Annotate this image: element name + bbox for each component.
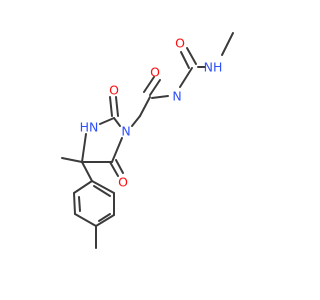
bond-aryl-4 <box>95 214 115 227</box>
bond-c2-o-2 <box>115 96 119 117</box>
atom-n-imide: N <box>172 89 181 104</box>
bond-layer <box>61 32 234 249</box>
bond-aryl-inner-3 <box>93 185 111 197</box>
bond-amide-c-o-1 <box>149 79 161 96</box>
atom-nh-ring: HN <box>80 120 99 135</box>
bond-methyl-nh <box>221 32 234 56</box>
bond-amide-c-ch2 <box>139 96 151 117</box>
bond-c5-o-2 <box>115 159 124 174</box>
bond-amide-c-o-2 <box>143 76 155 93</box>
bond-urea-c-imide-n <box>179 67 193 88</box>
bond-aryl-inner-1 <box>78 196 81 212</box>
bond-c5-o-1 <box>109 161 119 177</box>
bond-ch2-ring-n <box>131 115 141 127</box>
bond-imide-n-amide-c <box>151 95 169 99</box>
bond-c4-aryl <box>81 161 93 182</box>
bond-ring-n-c2 <box>113 117 121 127</box>
atom-o-c2: O <box>109 83 119 98</box>
bond-c2-nh <box>99 117 115 125</box>
atom-label-layer: O NH O N O HN N O <box>80 36 223 190</box>
bond-aryl-6 <box>91 180 115 194</box>
atom-n-ring: N <box>121 124 130 139</box>
bond-aryl-2 <box>73 192 76 215</box>
atom-nh-urea-methyl: NH <box>204 60 223 75</box>
bond-aryl-inner-2 <box>98 213 111 222</box>
bond-nh-c4 <box>81 133 87 163</box>
atom-o-amide: O <box>150 65 160 80</box>
bond-c2-o-1 <box>109 96 113 117</box>
bond-urea-c-o-2 <box>180 51 190 69</box>
bond-aryl-1 <box>73 180 93 194</box>
structure-canvas: O NH O N O HN N O <box>61 32 234 249</box>
atom-o-urea: O <box>175 36 185 51</box>
molecule-diagram: O NH O N O HN N O <box>61 32 234 249</box>
bond-urea-c-o-1 <box>186 47 197 65</box>
bond-c5-ring-n <box>111 137 123 163</box>
bond-c4-methyl <box>61 157 83 163</box>
atom-o-c5: O <box>118 175 128 190</box>
bond-aryl-3 <box>74 213 97 227</box>
